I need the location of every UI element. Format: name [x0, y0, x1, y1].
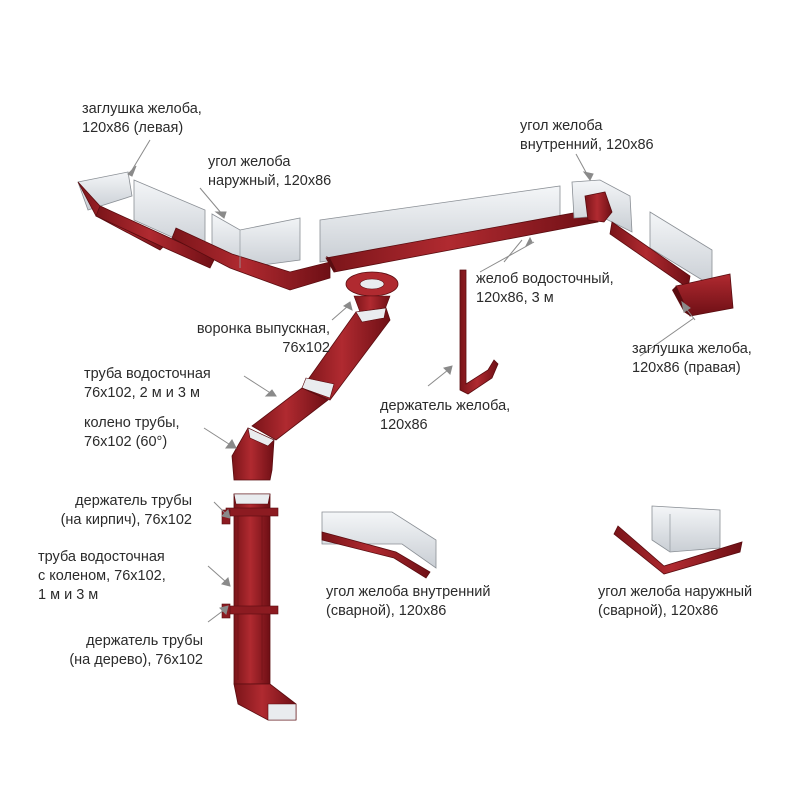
label-gutter-bracket: держатель желоба, 120х86 [380, 397, 510, 435]
label-gutter-cap-left: заглушка желоба, 120х86 (левая) [82, 100, 202, 138]
label-line: 76х102 (60°) [84, 434, 168, 450]
label-line: 1 м и 3 м [38, 587, 99, 603]
label-line: держатель желоба, [380, 398, 511, 414]
label-line: 76х102, 2 м и 3 м [84, 385, 200, 401]
label-line: труба водосточная [38, 549, 165, 565]
label-gutter-cap-right: заглушка желоба, 120х86 (правая) [632, 340, 752, 378]
label-pipe: труба водосточная 76х102, 2 м и 3 м [84, 365, 211, 403]
label-gutter: желоб водосточный, 120х86, 3 м [476, 270, 614, 308]
label-line: (на дерево), 76х102 [69, 652, 203, 668]
label-line: труба водосточная [84, 366, 211, 382]
label-funnel: воронка выпускная, 76х102 [197, 320, 330, 358]
outlet-funnel [345, 271, 399, 313]
outer-corner-welded [613, 505, 743, 575]
downpipe-lower [233, 493, 297, 721]
label-line: заглушка желоба, [632, 341, 752, 357]
label-inner-corner-welded: угол желоба внутренний (сварной), 120х86 [326, 583, 490, 621]
label-line: угол желоба внутренний [326, 584, 491, 600]
label-line: воронка выпускная, [196, 321, 330, 337]
label-line: внутренний, 120х86 [520, 137, 654, 153]
label-line: угол желоба [208, 154, 291, 170]
label-line: угол желоба [520, 118, 603, 134]
label-line: 120х86 [380, 417, 428, 433]
label-holder-brick: держатель трубы (на кирпич), 76х102 [61, 492, 192, 530]
label-line: 120х86, 3 м [476, 290, 554, 306]
label-line: (сварной), 120х86 [598, 603, 719, 619]
label-elbow: колено трубы, 76х102 (60°) [84, 414, 180, 452]
label-line: желоб водосточный, [476, 271, 614, 287]
inner-corner-welded [321, 511, 437, 579]
label-line: (на кирпич), 76х102 [60, 512, 192, 528]
label-inner-corner: угол желоба внутренний, 120х86 [520, 117, 654, 155]
gutter-main [319, 185, 599, 273]
label-outer-corner-welded: угол желоба наружный (сварной), 120х86 [598, 583, 752, 621]
label-holder-wood: держатель трубы (на дерево), 76х102 [69, 632, 203, 670]
label-outer-corner: угол желоба наружный, 120х86 [208, 153, 331, 191]
inner-corner [571, 179, 633, 233]
label-line: наружный, 120х86 [208, 173, 332, 189]
label-line: держатель трубы [75, 493, 192, 509]
label-line: заглушка желоба, [82, 101, 202, 117]
label-line: 120х86 (левая) [82, 120, 184, 136]
label-line: 120х86 (правая) [632, 360, 741, 376]
label-line: 76х102 [282, 340, 330, 356]
label-line: угол желоба наружный [598, 584, 753, 600]
gutter-bracket [459, 269, 499, 395]
label-line: с коленом, 76х102, [38, 568, 166, 584]
downpipe-upper [251, 307, 391, 441]
pipe-elbow-60 [231, 427, 275, 481]
leader-lines [127, 139, 696, 623]
label-pipe-with-elbow: труба водосточная с коленом, 76х102, 1 м… [38, 548, 166, 605]
label-line: (сварной), 120х86 [326, 603, 447, 619]
label-line: держатель трубы [86, 633, 203, 649]
label-line: колено трубы, [84, 415, 180, 431]
